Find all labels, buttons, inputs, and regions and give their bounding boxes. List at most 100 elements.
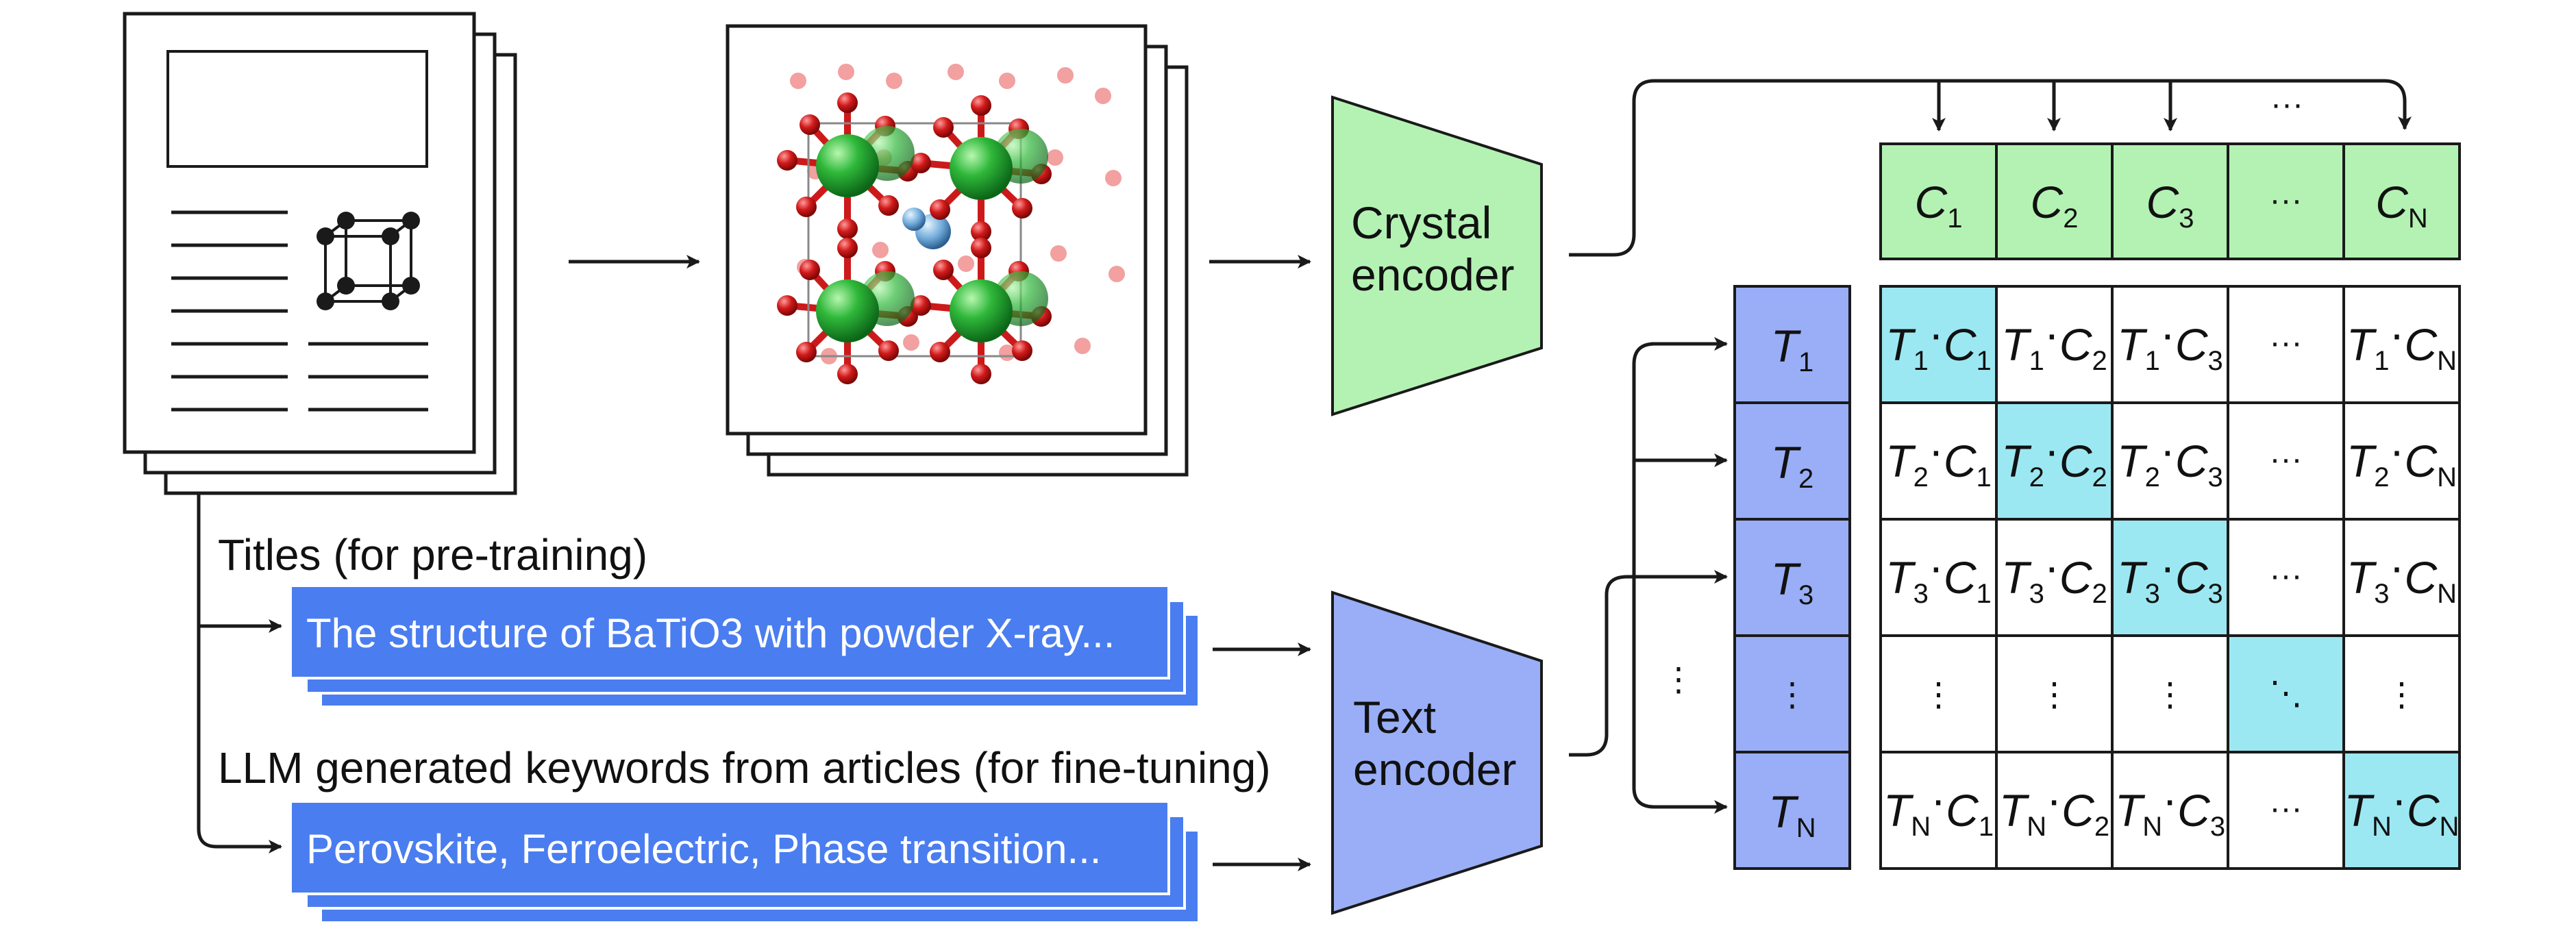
title-example-text: The structure of BaTiO3 with powder X-ra… <box>306 610 1115 656</box>
matrix-product-label: T3·C1 <box>1885 541 1991 609</box>
metal-atom <box>816 279 879 342</box>
text-embedding-label-base: T <box>1768 786 1799 837</box>
matrix-product-label: T1·C3 <box>2117 308 2222 376</box>
crystal-embedding-label-base: C <box>2146 177 2180 227</box>
matrix-product-label: T2·C3 <box>2117 425 2222 492</box>
titles-caption: Titles (for pre-training) <box>218 530 647 579</box>
text-embedding-cell <box>1733 751 1851 870</box>
matrix-cell <box>2227 401 2345 521</box>
crystal-embedding-label-sub: 1 <box>1947 203 1962 234</box>
text-embedding-label-sub: N <box>1796 813 1816 843</box>
matrix-ellipsis: ⋮ <box>1922 677 1955 713</box>
matrix-ellipsis: ··· <box>2270 325 2303 361</box>
matrix-cell <box>2342 634 2461 753</box>
unit-cell-icon <box>317 212 420 310</box>
crystal-embedding-label: CN <box>2375 177 2428 234</box>
oxygen-atom <box>971 95 991 116</box>
oxygen-atom <box>777 150 797 171</box>
center-atom <box>902 208 926 231</box>
matrix-cell <box>1879 751 1998 870</box>
oxygen-atom <box>911 153 931 173</box>
matrix-ellipsis: ··· <box>2270 558 2303 594</box>
keywords-text-box: Perovskite, Ferroelectric, Phase transit… <box>289 800 1200 924</box>
matrix-cell <box>2111 634 2229 753</box>
text-encoder-label-line1: Text <box>1353 692 1436 743</box>
oxygen-atom-back <box>1109 266 1125 282</box>
matrix-cell-diagonal <box>2111 518 2229 637</box>
oxygen-atom-back <box>903 334 919 351</box>
oxygen-atom <box>837 238 858 258</box>
oxygen-atom <box>930 199 950 220</box>
matrix-product-label: TN·C2 <box>1999 774 2109 842</box>
text-embedding-label-sub: 3 <box>1798 580 1813 610</box>
matrix-product-label: T2·CN <box>2346 425 2457 492</box>
text-embedding-label: TN <box>1768 786 1816 843</box>
crystal-embedding-label-sub: 3 <box>2179 203 2194 234</box>
matrix-cell <box>2342 518 2461 637</box>
text-embedding-cell <box>1733 401 1851 521</box>
metal-atom <box>816 134 879 197</box>
keyword-example-text: Perovskite, Ferroelectric, Phase transit… <box>306 826 1101 872</box>
oxygen-atom-back <box>790 73 806 89</box>
oxygen-atom-back <box>1095 88 1111 104</box>
oxygen-atom-back <box>1047 149 1063 166</box>
text-embedding-label-base: T <box>1771 437 1802 488</box>
matrix-product-label: TN·C3 <box>2115 774 2225 842</box>
oxygen-atom <box>837 364 858 384</box>
matrix-product-label: T1·C2 <box>2001 308 2107 376</box>
oxygen-atom-back <box>1057 67 1074 84</box>
crystal-embedding-label: C2 <box>2031 177 2079 234</box>
matrix-cell-diagonal <box>2342 751 2461 870</box>
matrix-cell <box>2227 751 2345 870</box>
text-embedding-bracket: ⋮ <box>1569 337 1728 814</box>
oxygen-atom-back <box>999 73 1015 89</box>
oxygen-atom-back <box>948 64 964 80</box>
text-embedding-label-sub: 2 <box>1798 464 1813 494</box>
crystal-arrow-ellipsis: ··· <box>2270 86 2303 123</box>
text-embedding-label: T3 <box>1771 553 1814 610</box>
title-text-box: The structure of BaTiO3 with powder X-ra… <box>289 584 1200 708</box>
oxygen-atom <box>878 195 899 216</box>
matrix-ellipsis: ⋮ <box>2038 677 2071 713</box>
oxygen-atom <box>837 219 858 239</box>
oxygen-atom <box>777 295 797 316</box>
crystal-embedding-label-sub: 2 <box>2063 203 2078 234</box>
oxygen-atom <box>878 340 899 361</box>
crystal-embedding-cell <box>2227 142 2345 260</box>
metal-atom <box>950 279 1013 342</box>
text-encoder-block <box>1331 590 1543 915</box>
oxygen-atom <box>1012 198 1032 219</box>
matrix-cell <box>1995 518 2114 637</box>
crystal-embedding-cell <box>1995 142 2114 260</box>
matrix-product-label: T3·C3 <box>2117 541 2222 609</box>
crystal-encoder-block <box>1331 95 1543 416</box>
text-embedding-ellipsis: ⋮ <box>1776 677 1809 713</box>
crystal-embedding-label: C1 <box>1915 177 1963 234</box>
crystal-embedding-cell <box>2342 142 2461 260</box>
crystal-embedding-label-base: C <box>1915 177 1948 227</box>
keywords-connector <box>197 495 282 853</box>
crystal-embedding-label: C3 <box>2146 177 2194 234</box>
oxygen-atom-back <box>838 64 854 80</box>
crystal-encoder-label-line1: Crystal <box>1351 197 1491 248</box>
crystal-embedding-ellipsis: ··· <box>2270 182 2303 219</box>
matrix-cell <box>2227 285 2345 404</box>
metal-atom <box>950 137 1013 200</box>
text-embedding-cell <box>1733 285 1851 404</box>
matrix-cell-diagonal <box>2227 634 2345 753</box>
document-stack-icon <box>123 12 517 495</box>
text-embedding-label-base: T <box>1771 553 1802 604</box>
oxygen-atom <box>971 364 991 384</box>
text-embedding-label-base: T <box>1771 321 1802 371</box>
text-encoder-label-line2: encoder <box>1353 744 1517 795</box>
crystal-encoder-label-line2: encoder <box>1351 249 1515 300</box>
oxygen-atom <box>930 342 950 362</box>
matrix-product-label: T3·C2 <box>2001 541 2107 609</box>
oxygen-atom-back <box>872 242 889 258</box>
matrix-cell <box>1995 751 2114 870</box>
matrix-product-label: TN·C1 <box>1883 774 1994 842</box>
oxygen-atom-back <box>886 73 902 89</box>
